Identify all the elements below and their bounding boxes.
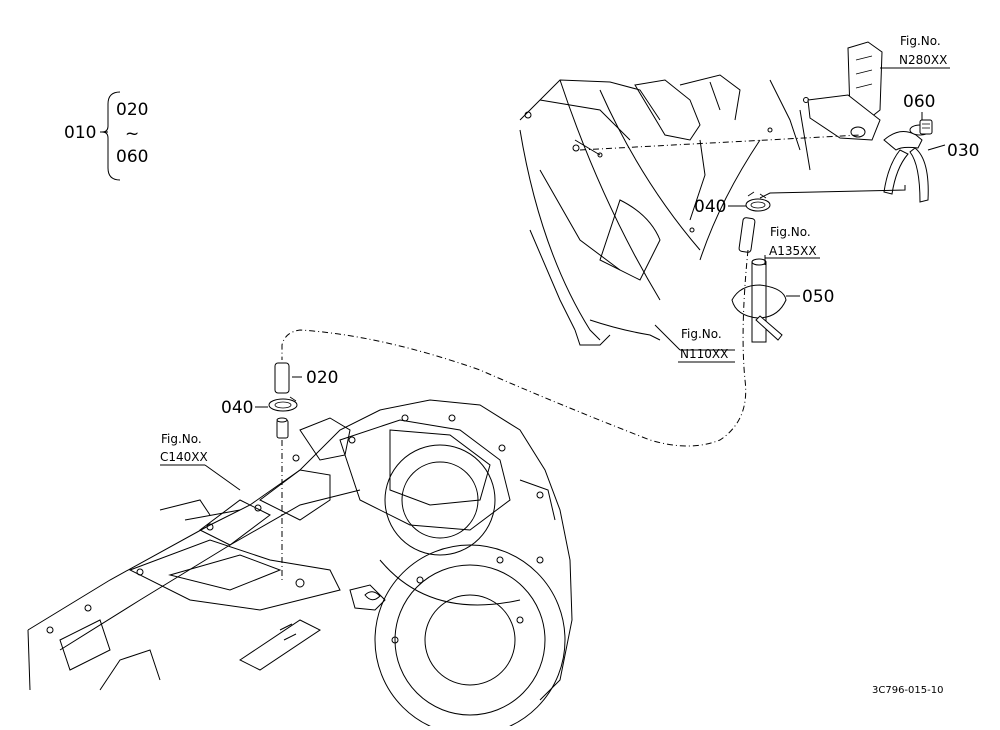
callout-040-bottom: 040	[221, 398, 253, 418]
hose-part-020	[274, 362, 302, 394]
fitting-nipple	[276, 417, 289, 439]
clamp-top	[728, 185, 906, 212]
leader-c140	[204, 464, 241, 491]
leader-n110	[654, 324, 681, 351]
fig-ref-n280-code: N280XX	[899, 53, 947, 67]
bolt-holes	[46, 414, 544, 644]
fig-ref-n110-code: N110XX	[680, 347, 728, 361]
pipe-with-band	[731, 257, 800, 343]
fig-ref-n280-prefix: Fig.No.	[900, 34, 941, 48]
range-group: 010 020 ~ 060	[64, 91, 148, 181]
callout-040-top: 040	[694, 197, 726, 217]
callout-050: 050	[802, 287, 834, 307]
range-parent-number: 010	[64, 123, 96, 143]
upper-frame-structure	[519, 74, 811, 346]
mounting-bracket	[807, 41, 900, 141]
fig-ref-a135-prefix: Fig.No.	[770, 225, 811, 239]
range-end-number: 060	[116, 147, 148, 167]
drawing-code: 3C796-015-10	[872, 685, 943, 696]
callout-030: 030	[947, 141, 979, 161]
hose-stub-top	[738, 217, 756, 253]
hose-assembly	[883, 119, 946, 203]
callout-060: 060	[903, 92, 935, 112]
range-tilde: ~	[125, 124, 139, 144]
fig-ref-n110: Fig.No. N110XX	[678, 327, 735, 363]
fig-ref-a135-code: A135XX	[769, 244, 817, 258]
range-start-number: 020	[116, 100, 148, 120]
range-brace	[101, 91, 121, 181]
fig-ref-a135: Fig.No. A135XX	[767, 225, 820, 259]
fig-ref-c140: Fig.No. C140XX	[160, 432, 208, 464]
fig-ref-c140-code: C140XX	[160, 450, 208, 464]
clamp-bottom	[255, 396, 298, 412]
fig-ref-c140-prefix: Fig.No.	[161, 432, 202, 446]
connection-line-upper	[579, 134, 861, 151]
fig-ref-n280: Fig.No. N280XX	[897, 34, 950, 69]
tube-route-line	[281, 249, 749, 447]
fig-ref-n110-prefix: Fig.No.	[681, 327, 722, 341]
callout-020: 020	[306, 368, 338, 388]
transmission-case	[27, 399, 573, 730]
